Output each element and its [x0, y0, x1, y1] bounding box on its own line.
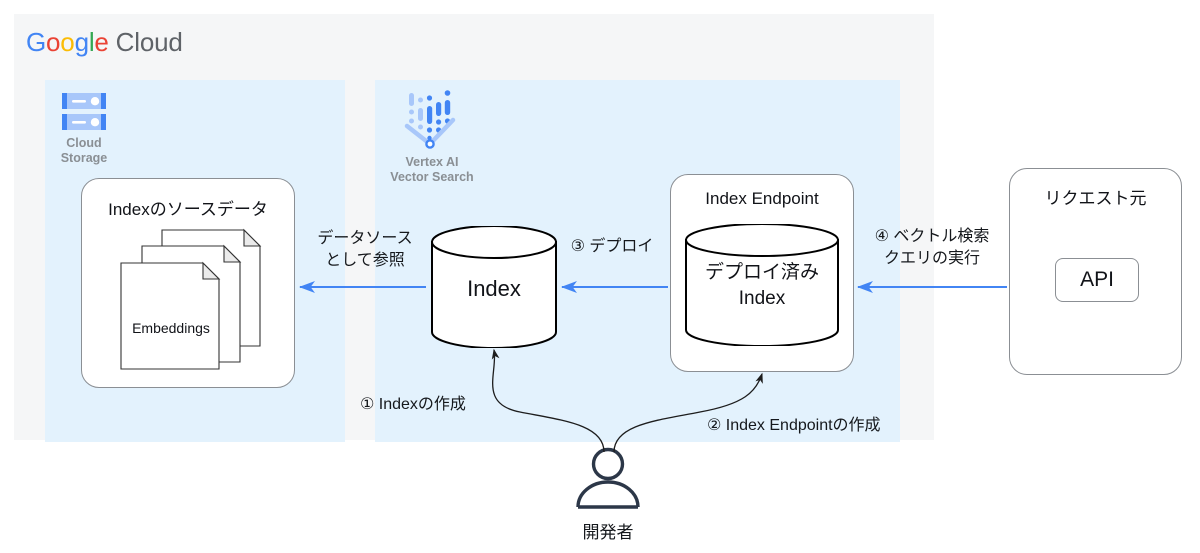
cloud-storage-label-line1: Cloud	[66, 136, 102, 150]
api-label: API	[1080, 268, 1114, 291]
vertex-ai-label-line2: Vector Search	[390, 170, 474, 184]
vertex-ai-vector-search-icon	[403, 88, 461, 150]
data-source-flow-line2: として参照	[325, 252, 405, 269]
deployed-index-cylinder[interactable]: デプロイ済み Index	[682, 223, 842, 347]
step4-label-line2: クエリの実行	[883, 250, 980, 267]
cloud-storage-icon	[58, 92, 110, 134]
step4-label-line1: ④ ベクトル検索	[874, 228, 990, 245]
deployed-index-label: デプロイ済み Index	[682, 260, 842, 312]
api-button[interactable]: API	[1055, 258, 1139, 302]
deployed-index-label-line1: デプロイ済み	[704, 262, 819, 283]
step1-label: ① Indexの作成	[360, 396, 466, 413]
requester-title: リクエスト元	[1044, 189, 1147, 208]
index-cylinder[interactable]: Index	[428, 225, 560, 349]
developer-label: 開発者	[582, 523, 634, 542]
index-source-data-title: Indexのソースデータ	[108, 200, 268, 219]
cloud-storage-label: Cloud Storage	[34, 136, 134, 166]
step4-label: ④ ベクトル検索 クエリの実行	[857, 226, 1007, 270]
step2-label: ② Index Endpointの作成	[707, 417, 881, 434]
logo-letter-g2: g	[74, 27, 89, 57]
index-cylinder-label: Index	[467, 276, 521, 301]
logo-letter-o1: o	[46, 27, 61, 57]
person-icon	[572, 447, 644, 509]
data-source-flow-line1: データソース	[317, 230, 413, 247]
logo-letter-o2: o	[60, 27, 75, 57]
vertex-ai-label-line1: Vertex AI	[405, 155, 459, 169]
deployed-index-label-line2: Index	[738, 288, 786, 309]
cloud-storage-label-line2: Storage	[60, 151, 108, 165]
embeddings-document-stack: s s Embeddings	[118, 226, 268, 371]
index-endpoint-title: Index Endpoint	[705, 189, 819, 208]
embeddings-document-label: Embeddings	[132, 320, 210, 336]
logo-letter-e: e	[94, 27, 109, 57]
vertex-ai-label: Vertex AI Vector Search	[372, 155, 492, 185]
logo-letter-g1: G	[26, 27, 47, 57]
step3-label: ③ デプロイ	[570, 238, 654, 255]
logo-word-cloud: Cloud	[115, 27, 183, 57]
data-source-flow-label: データソース として参照	[297, 228, 433, 272]
logo-letter-l: l	[88, 27, 95, 57]
